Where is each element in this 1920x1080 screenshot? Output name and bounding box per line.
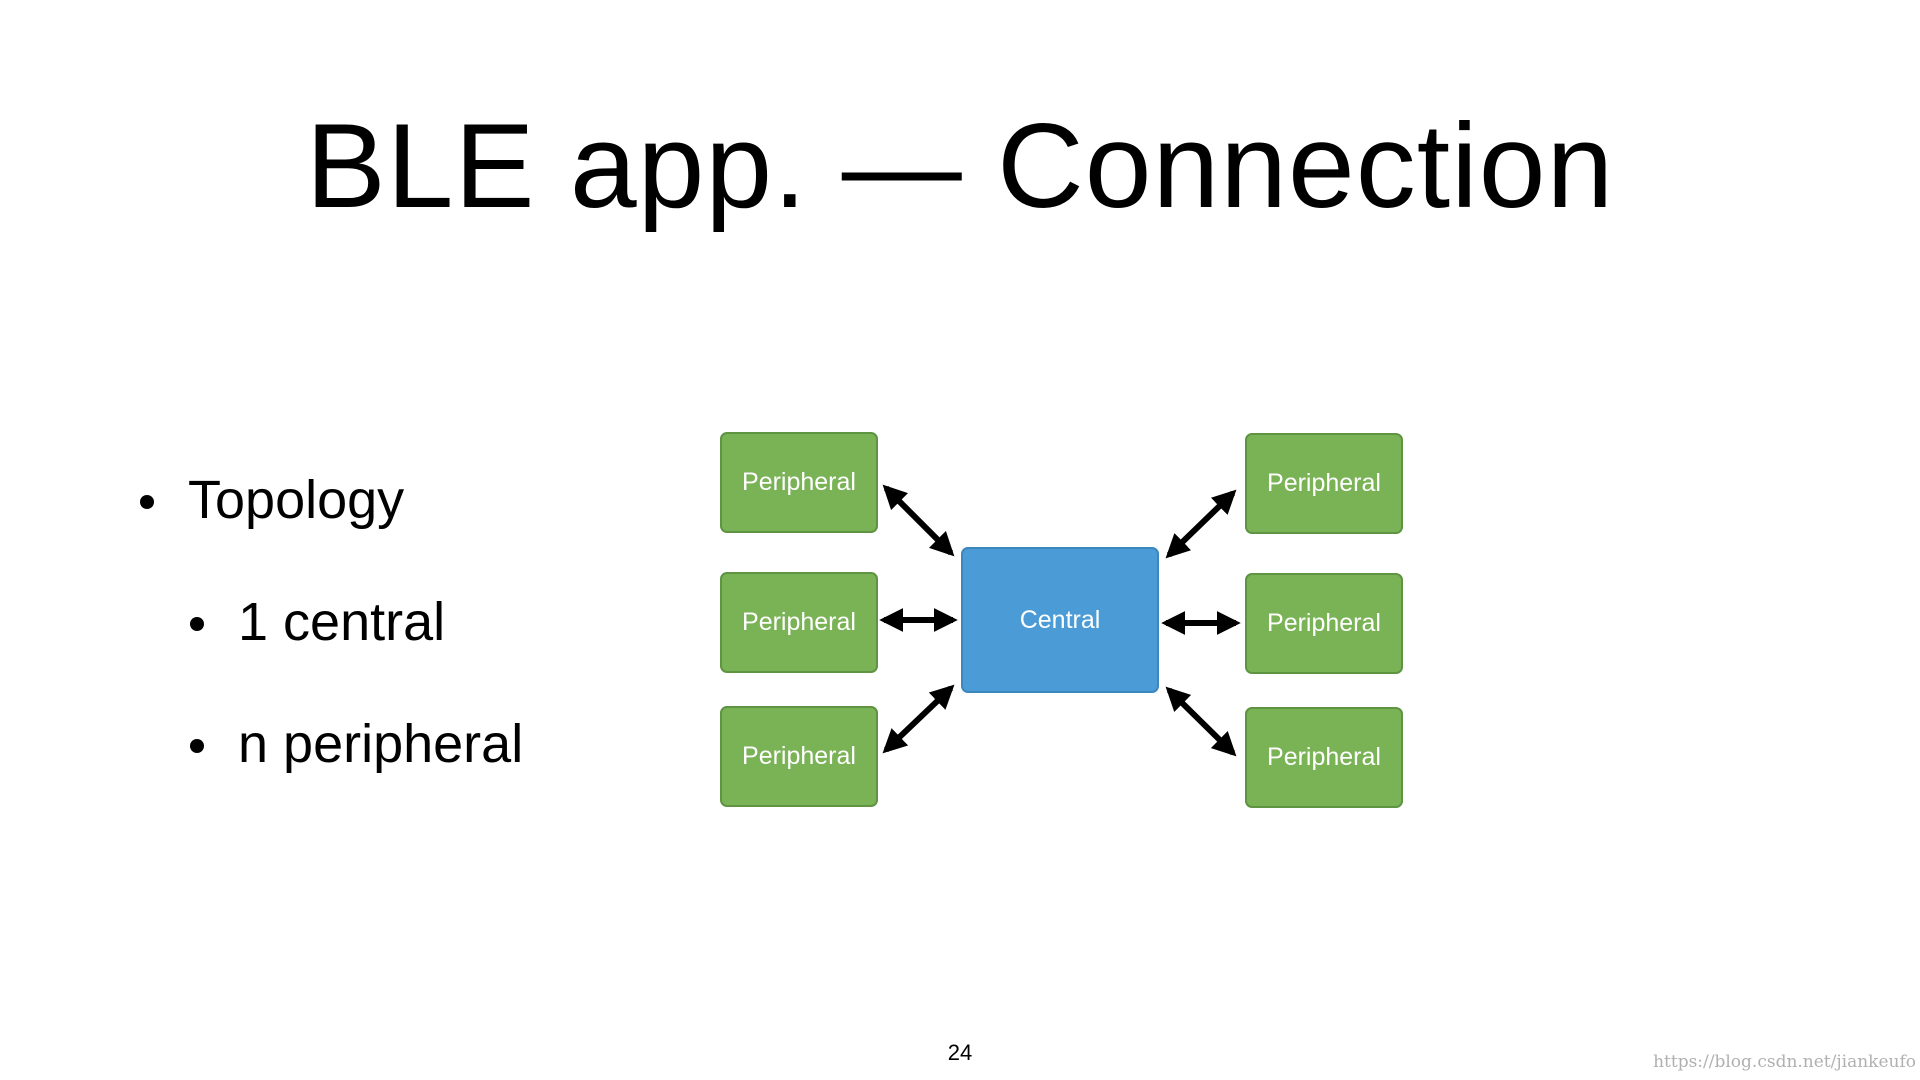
peripheral-node-top-left: Peripheral	[720, 432, 878, 533]
central-node: Central	[961, 547, 1159, 693]
arrow-bottom-left	[882, 684, 955, 754]
arrow-bottom-right	[1165, 686, 1237, 757]
bullet-topology-text: Topology	[188, 470, 405, 530]
watermark-url: https://blog.csdn.net/jiankeufo	[1653, 1052, 1916, 1072]
arrow-top-right	[1165, 489, 1237, 559]
bullet-central-count: 1 central	[190, 590, 446, 654]
bullet-dot	[190, 739, 204, 753]
bullet-dot	[190, 617, 204, 631]
bullet-topology: Topology	[140, 468, 405, 532]
peripheral-node-middle-right: Peripheral	[1245, 573, 1403, 674]
arrow-top-left	[882, 484, 955, 557]
bullet-dot	[140, 495, 154, 509]
bullet-peripheral-count-text: n peripheral	[238, 714, 524, 774]
peripheral-node-middle-left: Peripheral	[720, 572, 878, 673]
bullet-central-count-text: 1 central	[238, 592, 446, 652]
bullet-peripheral-count: n peripheral	[190, 712, 524, 776]
slide-title: BLE app. — Connection	[305, 99, 1615, 233]
peripheral-node-bottom-left: Peripheral	[720, 706, 878, 807]
peripheral-node-bottom-right: Peripheral	[1245, 707, 1403, 808]
page-number: 24	[947, 1040, 973, 1065]
peripheral-node-top-right: Peripheral	[1245, 433, 1403, 534]
